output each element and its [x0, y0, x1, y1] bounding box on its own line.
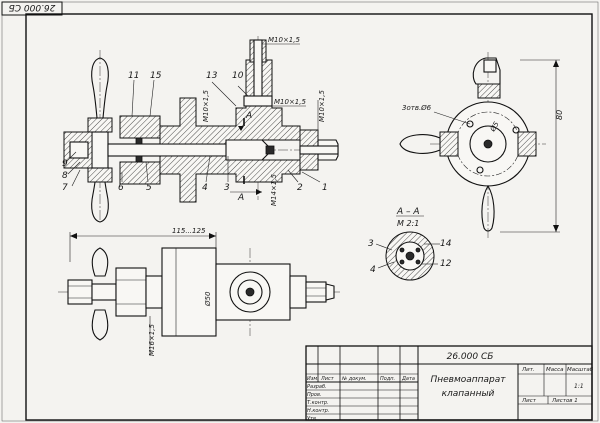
tb-row-tkontr: Т.контр. — [307, 400, 329, 406]
rotated-stamp: 26.000 СБ — [1, 1, 63, 16]
dim-m10-top: M10×1,5 — [268, 36, 300, 44]
pos-11: 11 — [128, 71, 139, 81]
title-code: 26.000 СБ — [447, 352, 494, 362]
tb-lit: Лит. — [521, 367, 535, 373]
tb-listov: Листов 1 — [551, 398, 578, 404]
dim-m10-inner: M10×1,5 — [274, 98, 306, 106]
tb-row-utv: Утв. — [307, 416, 318, 422]
inner-frame — [25, 13, 593, 421]
pos-4: 4 — [202, 183, 208, 193]
section-title: А – А — [396, 207, 420, 217]
tb-masshtab: Масштаб — [567, 367, 594, 373]
dim-height: 80 — [555, 110, 564, 120]
tb-row-prov: Пров. — [307, 392, 322, 398]
title-block: 26.000 СБ Пневмоаппарат клапанный Лит. М… — [305, 345, 594, 422]
tb-massa: Масса — [546, 367, 564, 373]
tb-row-nkontr: Н.контр. — [307, 408, 329, 414]
tb-row-razrab: Разраб. — [307, 384, 327, 390]
dim-m14: M14×1,5 — [270, 174, 278, 206]
dim-length: 115...125 — [172, 227, 206, 235]
side-view: 80 3отв.Ø6 Ø5 — [399, 52, 564, 240]
tb-list: Лист — [521, 398, 537, 404]
cut-letter-bottom: А — [237, 193, 244, 203]
sec-pos-4: 4 — [370, 265, 376, 275]
pos-13: 13 — [206, 71, 218, 81]
pos-14: 14 — [440, 239, 452, 249]
rotated-stamp-text: 26.000 СБ — [9, 2, 56, 12]
dim-holes: 3отв.Ø6 — [402, 104, 432, 112]
dim-m16: M16×1,5 — [148, 324, 156, 356]
pos-1: 1 — [322, 183, 328, 193]
pos-9: 9 — [62, 159, 68, 169]
pos-12: 12 — [440, 259, 452, 269]
pos-5: 5 — [146, 183, 152, 193]
pos-6: 6 — [118, 183, 124, 193]
dim-m10-right: M10×1,5 — [318, 90, 326, 122]
sec-pos-3: 3 — [368, 239, 374, 249]
tb-scale: 1:1 — [574, 383, 584, 390]
section-a-a: А – А М 2:1 3 4 14 12 — [368, 207, 452, 281]
front-section-view: А А M10×1,5 M10×1,5 M10×1,5 M10×1,5 M14×… — [62, 36, 339, 223]
plan-view: 115...125 Ø50 M16×1,5 — [58, 227, 340, 356]
pos-8: 8 — [62, 171, 68, 181]
dim-dia50: Ø50 — [204, 291, 212, 307]
tb-col-list: Лист — [320, 376, 335, 382]
title-name-1: Пневмоаппарат — [430, 375, 506, 385]
title-name-2: клапанный — [442, 389, 495, 399]
cut-letter-top: А — [245, 111, 252, 121]
pos-7: 7 — [62, 183, 68, 193]
pos-3: 3 — [224, 183, 230, 193]
pos-10: 10 — [232, 71, 244, 81]
section-scale: М 2:1 — [397, 219, 419, 228]
tb-col-podp: Подп. — [380, 376, 395, 382]
pos-2: 2 — [297, 183, 303, 193]
tb-col-data: Дата — [401, 376, 415, 382]
pos-15: 15 — [150, 71, 162, 81]
dim-m10-vert: M10×1,5 — [202, 90, 210, 122]
tb-col-dokum: № докум. — [341, 376, 367, 382]
tb-col-izm: Изм. — [307, 376, 319, 382]
